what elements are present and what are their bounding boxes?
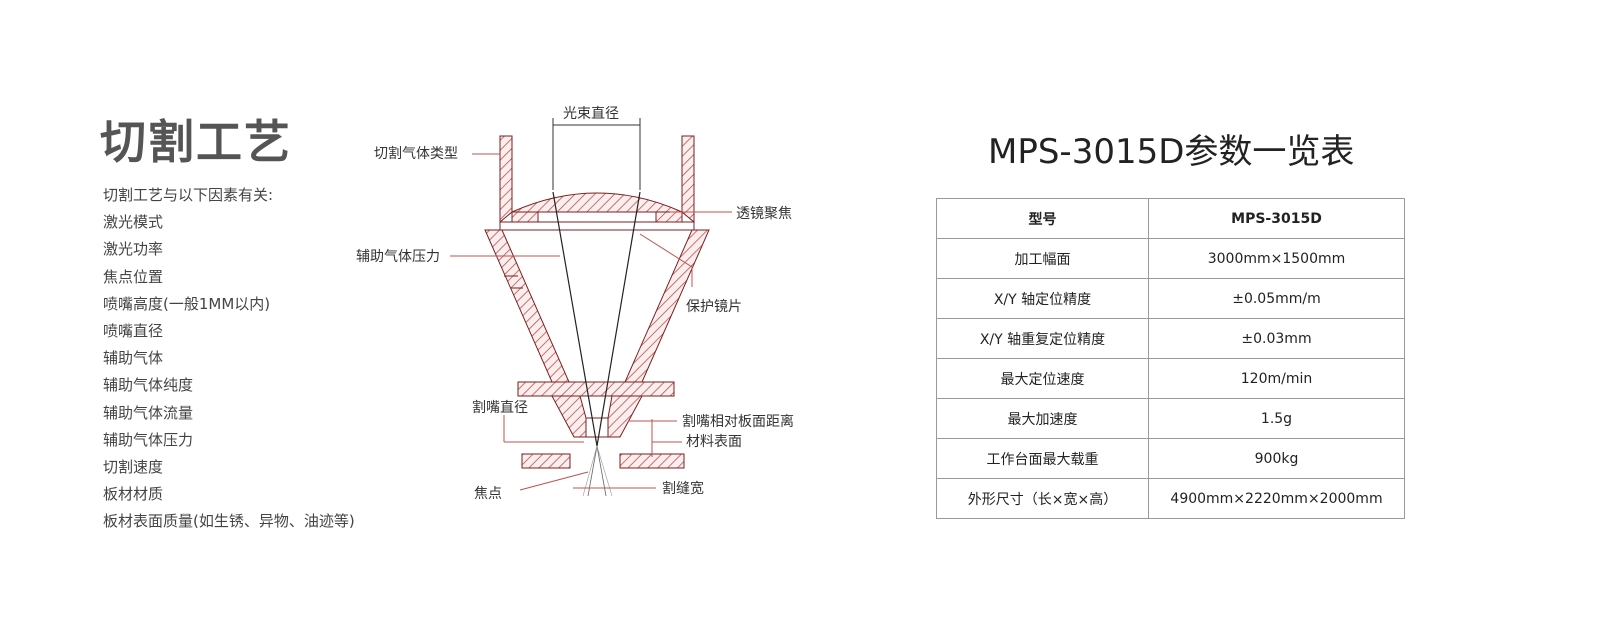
factor-item: 喷嘴高度(一般1MM以内) <box>103 294 271 313</box>
spec-table-title: MPS-3015D参数一览表 <box>988 132 1355 172</box>
table-row: 加工幅面 3000mm×1500mm <box>936 238 1405 279</box>
table-header-row: 型号 MPS-3015D <box>936 198 1405 239</box>
label-nozzle-distance: 割嘴相对板面距离 <box>682 413 794 430</box>
param-value: 900kg <box>1148 438 1405 479</box>
param-name: 加工幅面 <box>936 238 1149 279</box>
cone-wall-left <box>484 229 570 383</box>
label-material-surface: 材料表面 <box>686 434 742 450</box>
label-nozzle-diameter: 割嘴直径 <box>472 399 528 416</box>
upper-wall-left <box>499 135 513 224</box>
header-cell-model-label: 型号 <box>936 198 1149 239</box>
factor-item: 辅助气体流量 <box>103 403 194 422</box>
label-gas-type: 切割气体类型 <box>374 145 458 162</box>
focusing-lens <box>511 192 683 213</box>
label-lens-focus: 透镜聚焦 <box>736 206 792 222</box>
param-value: 4900mm×2220mm×2000mm <box>1148 478 1405 519</box>
param-value: 1.5g <box>1148 398 1405 439</box>
factor-item: 喷嘴直径 <box>103 321 164 340</box>
protective-lens <box>499 221 695 231</box>
header-cell-model-value: MPS-3015D <box>1148 198 1405 239</box>
label-kerf-width: 割缝宽 <box>662 480 704 497</box>
param-name: 最大定位速度 <box>936 358 1149 399</box>
label-beam-diameter: 光束直径 <box>563 105 619 122</box>
param-name: 最大加速度 <box>936 398 1149 439</box>
param-name: X/Y 轴定位精度 <box>936 278 1149 319</box>
laser-beam <box>552 191 641 497</box>
label-gas-pressure: 辅助气体压力 <box>356 249 440 265</box>
lens-holder-left <box>511 211 539 223</box>
factor-item: 板材表面质量(如生锈、异物、油迹等) <box>103 512 355 531</box>
table-row: 最大定位速度 120m/min <box>936 358 1405 399</box>
factor-item: 板材材质 <box>103 485 164 504</box>
nozzle-tip-left <box>551 395 587 438</box>
beam-diameter-dimension <box>552 118 641 190</box>
param-value: 120m/min <box>1148 358 1405 399</box>
factor-item: 激光功率 <box>103 240 164 259</box>
factor-item: 切割速度 <box>103 457 164 476</box>
param-name: X/Y 轴重复定位精度 <box>936 318 1149 359</box>
nozzle-tip-right <box>607 395 643 438</box>
factor-item: 辅助气体 <box>103 349 164 368</box>
param-value: ±0.03mm <box>1148 318 1405 359</box>
label-focus-point: 焦点 <box>474 486 502 502</box>
param-value: ±0.05mm/m <box>1148 278 1405 319</box>
factor-item: 辅助气体压力 <box>103 430 194 449</box>
factor-item: 辅助气体纯度 <box>103 376 194 395</box>
param-name: 工作台面最大载重 <box>936 438 1149 479</box>
section-title: 切割工艺 <box>100 115 292 169</box>
table-row: 最大加速度 1.5g <box>936 398 1405 439</box>
workpiece-left <box>521 453 571 469</box>
factor-item: 焦点位置 <box>103 267 164 286</box>
param-name: 外形尺寸（长×宽×高） <box>936 478 1149 519</box>
cutting-head-diagram: 光束直径 切割气体类型 透镜聚焦 辅助气体压力 保护镜片 割嘴直径 割嘴相对板面… <box>356 105 794 502</box>
table-row: 外形尺寸（长×宽×高） 4900mm×2220mm×2000mm <box>936 478 1405 519</box>
table-row: X/Y 轴重复定位精度 ±0.03mm <box>936 318 1405 359</box>
nozzle-flange <box>517 381 675 397</box>
label-protective-lens: 保护镜片 <box>686 299 742 315</box>
factor-list: 切割工艺与以下因素有关: 激光模式 激光功率 焦点位置 喷嘴高度(一般1MM以内… <box>103 182 355 535</box>
table-row: 工作台面最大载重 900kg <box>936 438 1405 479</box>
param-value: 3000mm×1500mm <box>1148 238 1405 279</box>
lens-holder-right <box>655 211 683 223</box>
nozzle-orifice <box>585 417 609 438</box>
factor-item: 激光模式 <box>103 213 164 232</box>
upper-wall-right <box>681 135 695 224</box>
factor-item-intro: 切割工艺与以下因素有关: <box>103 186 274 204</box>
table-row: X/Y 轴定位精度 ±0.05mm/m <box>936 278 1405 319</box>
spec-table: 型号 MPS-3015D 加工幅面 3000mm×1500mm X/Y 轴定位精… <box>936 198 1405 519</box>
leader-lines <box>450 153 732 491</box>
